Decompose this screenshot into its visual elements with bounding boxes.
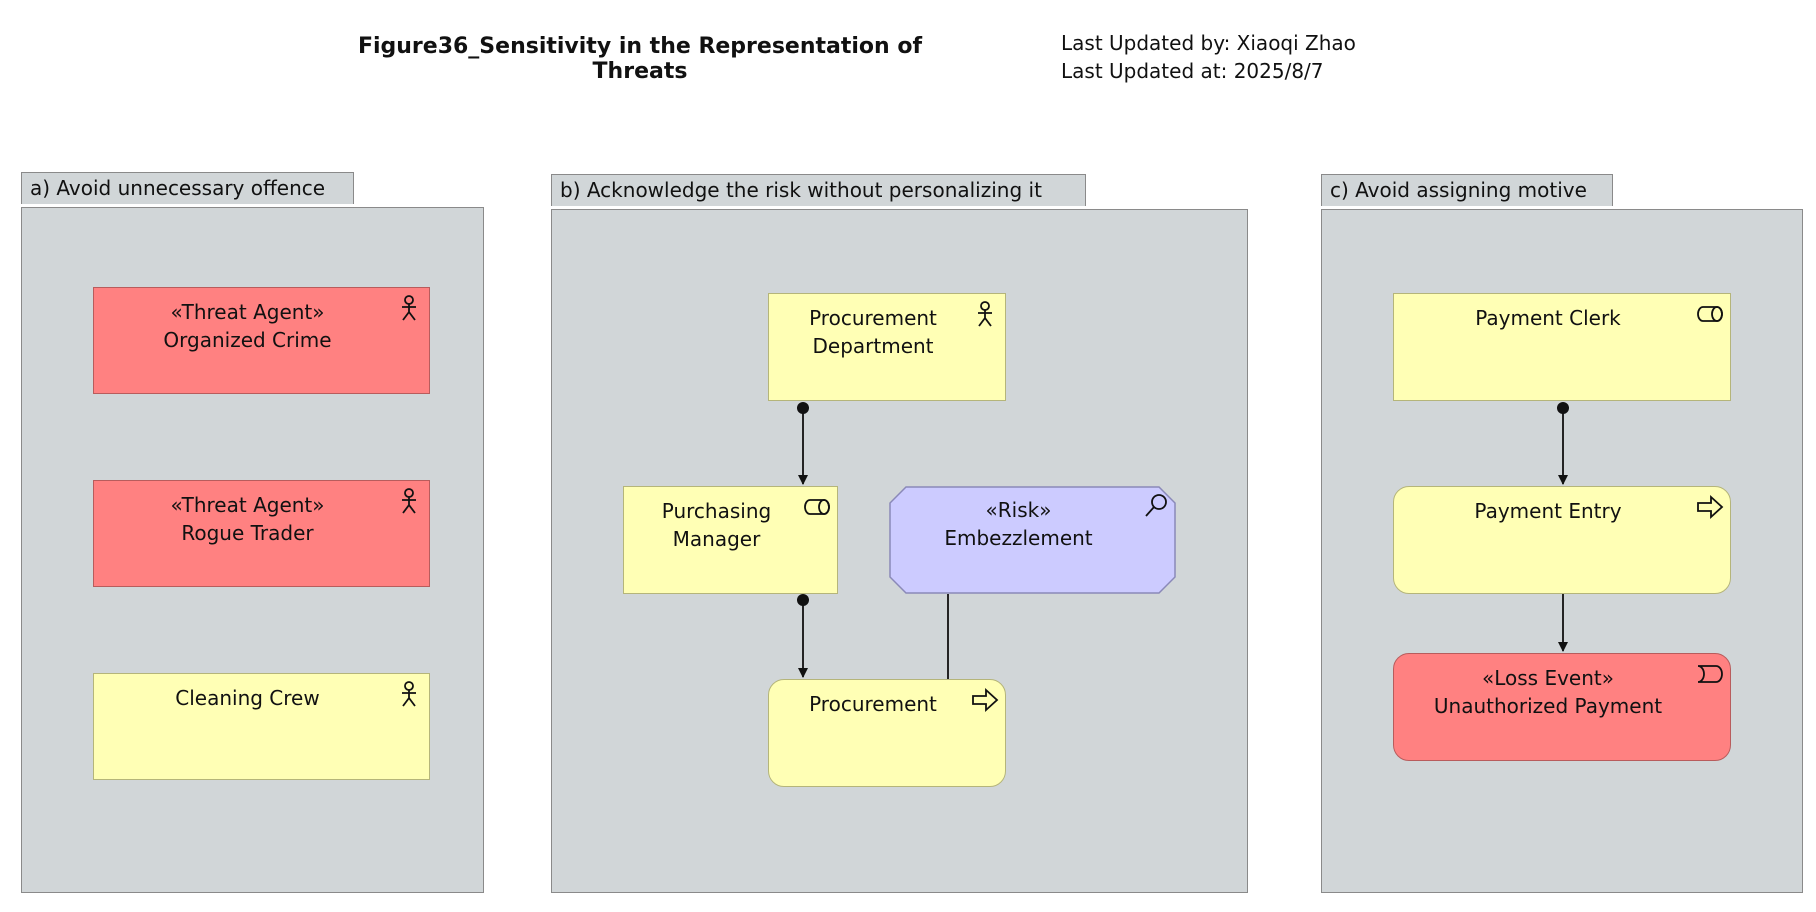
diagram-title: Figure36_Sensitivity in the Representati… [357,34,923,84]
cleaning-crew-actor[interactable]: Cleaning Crew [93,673,430,780]
element-name-line1: Purchasing [661,499,772,523]
purchasing-manager-role[interactable]: Purchasing Manager [623,486,838,594]
procurement-process[interactable]: Procurement [768,679,1006,787]
element-name: Organized Crime [163,328,332,352]
element-name: Procurement [809,692,937,716]
panel-a-tab[interactable]: a) Avoid unnecessary offence [21,172,354,204]
panel-a-label: a) Avoid unnecessary offence [30,176,326,200]
last-updated-at: Last Updated at: 2025/8/7 [1061,59,1324,83]
last-updated-by: Last Updated by: Xiaoqi Zhao [1061,31,1356,55]
element-stereotype: «Loss Event» [1482,666,1614,690]
panel-b-label: b) Acknowledge the risk without personal… [560,178,1042,202]
organized-crime-threat-agent[interactable]: «Threat Agent» Organized Crime [93,287,430,394]
event-icon [1696,660,1724,688]
actor-icon [971,300,999,328]
element-name: Embezzlement [944,526,1093,550]
element-name: Payment Clerk [1475,306,1621,330]
payment-entry-process[interactable]: Payment Entry [1393,486,1731,594]
element-name: Cleaning Crew [175,686,320,710]
update-info: Last Updated by: Xiaoqi Zhao Last Update… [1061,29,1356,85]
unauthorized-payment-loss-event[interactable]: «Loss Event» Unauthorized Payment [1393,653,1731,761]
panel-b-tab[interactable]: b) Acknowledge the risk without personal… [551,174,1086,206]
embezzlement-risk[interactable]: «Risk» Embezzlement [889,486,1176,594]
panel-c-label: c) Avoid assigning motive [1330,178,1587,202]
procurement-department-actor[interactable]: Procurement Department [768,293,1006,401]
actor-icon [395,680,423,708]
process-arrow-icon [971,686,999,714]
role-icon [1696,300,1724,328]
element-stereotype: «Threat Agent» [170,300,325,324]
element-name: Rogue Trader [181,521,314,545]
element-stereotype: «Threat Agent» [170,493,325,517]
role-icon [803,493,831,521]
element-name-line1: Procurement [809,306,937,330]
actor-icon [395,487,423,515]
assessment-icon [1142,492,1170,520]
element-name-line2: Manager [672,527,761,551]
element-name: Payment Entry [1474,499,1622,523]
actor-icon [395,294,423,322]
element-name-line2: Department [812,334,934,358]
panel-c-tab[interactable]: c) Avoid assigning motive [1321,174,1613,206]
element-name: Unauthorized Payment [1433,694,1663,718]
rogue-trader-threat-agent[interactable]: «Threat Agent» Rogue Trader [93,480,430,587]
process-arrow-icon [1696,493,1724,521]
payment-clerk-role[interactable]: Payment Clerk [1393,293,1731,401]
element-stereotype: «Risk» [985,498,1052,522]
